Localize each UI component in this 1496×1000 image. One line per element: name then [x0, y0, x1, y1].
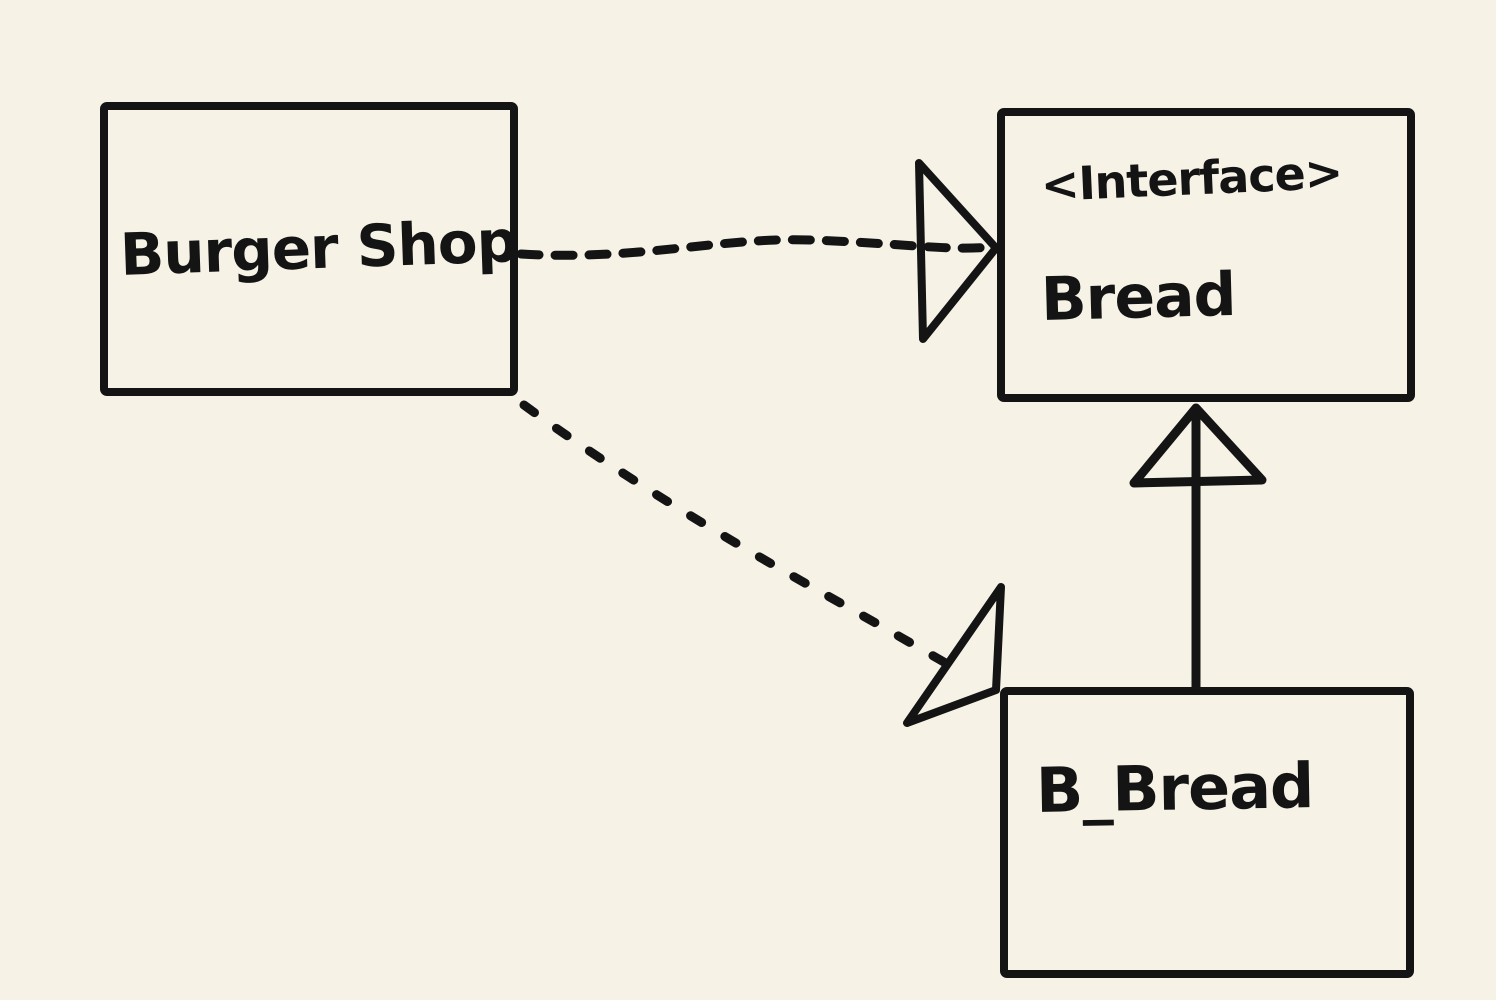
interface-node-bread: <Interface> Bread	[997, 108, 1415, 402]
bread-stereotype-label: <Interface>	[1039, 144, 1344, 212]
open-triangle-arrowhead	[1129, 403, 1267, 488]
open-triangle-arrowhead	[915, 159, 1000, 343]
bread-label: Bread	[1040, 259, 1237, 335]
b-bread-label: B_Bread	[1035, 749, 1314, 827]
open-triangle-arrowhead	[903, 583, 1005, 727]
class-node-burger-shop: Burger Shop	[100, 102, 518, 396]
burger-shop-label: Burger Shop	[118, 207, 519, 290]
dashed-line	[516, 235, 997, 260]
dependency-edge-burger-shop-to-b-bread	[519, 400, 1005, 727]
realization-edge-b-bread-to-bread	[1129, 403, 1267, 693]
dashed-line	[519, 400, 968, 678]
class-node-b-bread: B_Bread	[1000, 687, 1414, 978]
dependency-edge-burger-shop-to-bread	[516, 159, 1000, 343]
